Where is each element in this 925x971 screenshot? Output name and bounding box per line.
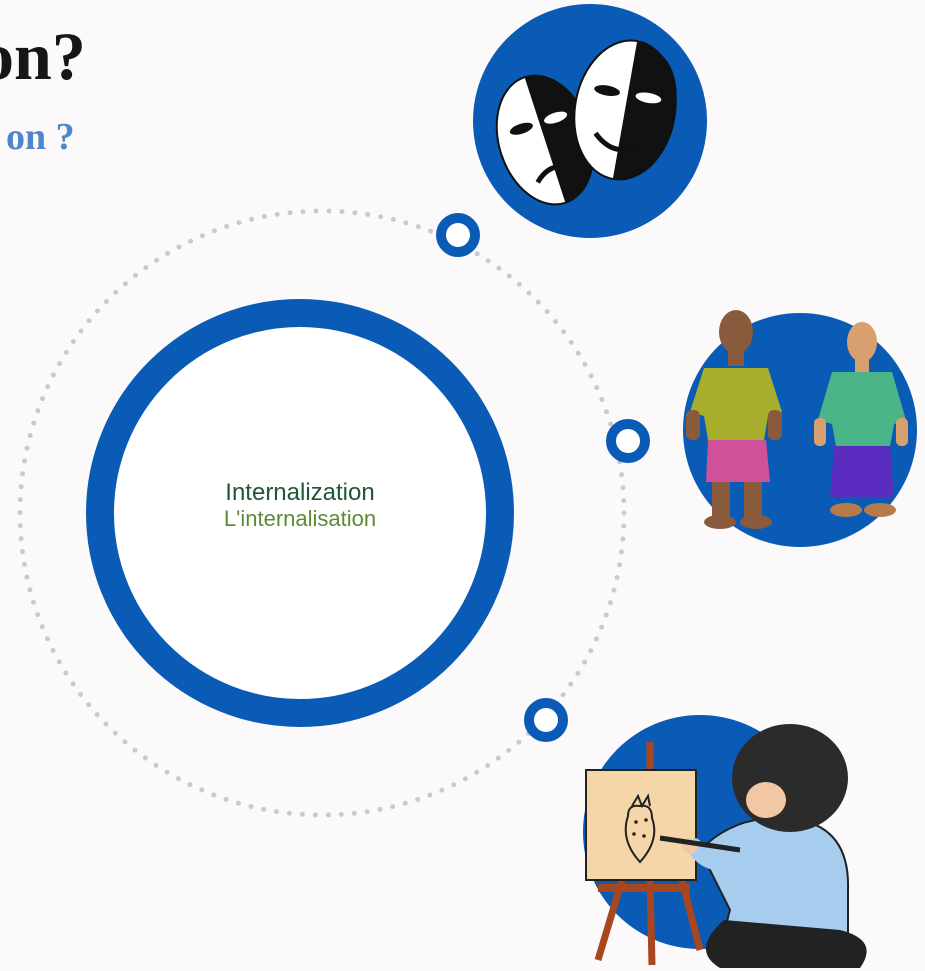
page-subtitle: on ? <box>6 116 75 158</box>
central-ring <box>86 299 514 727</box>
concept-label: Internalization L'internalisation <box>170 479 430 533</box>
page-title: on? <box>0 18 86 94</box>
dotted-orbit <box>17 208 627 818</box>
child-painting-icon <box>583 715 867 968</box>
theater-masks-icon <box>473 4 707 238</box>
connector-ring-1 <box>436 213 480 257</box>
concept-label-fr: L'internalisation <box>223 506 377 532</box>
clay-figures-icon <box>683 310 917 547</box>
concept-label-en: Internalization <box>225 479 375 506</box>
connector-ring-3 <box>524 698 568 742</box>
connector-ring-2 <box>606 419 650 463</box>
